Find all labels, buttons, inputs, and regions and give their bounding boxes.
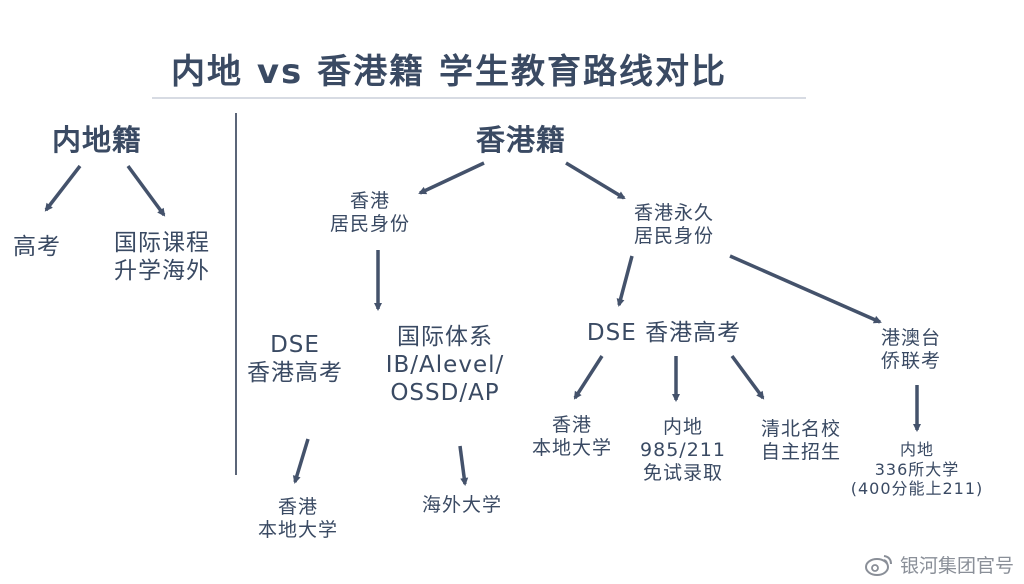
arrow-mainland-to-gaokao: [44, 164, 82, 212]
arrow-intl-to-overseas: [458, 445, 469, 486]
arrow-mainland-to-intl: [126, 164, 166, 217]
node-dse-right: DSE 香港高考: [586, 320, 742, 346]
arrow-permanent-to-dse: [616, 255, 634, 307]
node-hk-permanent: 香港永久 居民身份: [633, 202, 715, 248]
node-gangaotai: 港澳台 侨联考: [880, 327, 942, 373]
node-qingbei: 清北名校 自主招生: [760, 418, 842, 464]
arrow-dse-to-hkuniv: [573, 355, 604, 400]
weibo-logo-icon: [864, 554, 892, 576]
node-intl-system: 国际体系 IB/Alevel/ OSSD/AP: [385, 324, 505, 407]
node-gaokao: 高考: [13, 234, 61, 260]
node-hk-resident: 香港 居民身份: [329, 190, 411, 236]
arrow-dse-left-to-hkuniv: [292, 438, 310, 484]
node-hk-univ-right: 香港 本地大学: [531, 414, 613, 460]
section-divider: [235, 113, 237, 475]
node-hk-root: 香港籍: [475, 123, 567, 157]
arrow-permanent-to-gangaotai: [729, 254, 882, 324]
node-overseas-univ: 海外大学: [421, 494, 503, 516]
watermark: 银河集团官号: [864, 551, 1014, 578]
watermark-text: 银河集团官号: [899, 555, 1014, 577]
node-dse-left: DSE 香港高考: [247, 332, 343, 387]
node-intl-course: 国际课程 升学海外: [114, 230, 210, 285]
node-mainland-root: 内地籍: [51, 123, 143, 157]
arrow-hk-to-permanent: [565, 161, 626, 200]
arrow-hk-to-resident: [418, 161, 485, 195]
node-mainland-985: 内地 985/211 免试录取: [640, 416, 726, 485]
title-underline: [152, 97, 806, 99]
arrow-dse-to-qingbei: [730, 354, 765, 400]
node-hk-univ-left: 香港 本地大学: [257, 496, 339, 542]
diagram-title: 内地 vs 香港籍 学生教育路线对比: [171, 52, 727, 92]
node-mainland-336: 内地 336所大学 (400分能上211): [850, 440, 984, 499]
